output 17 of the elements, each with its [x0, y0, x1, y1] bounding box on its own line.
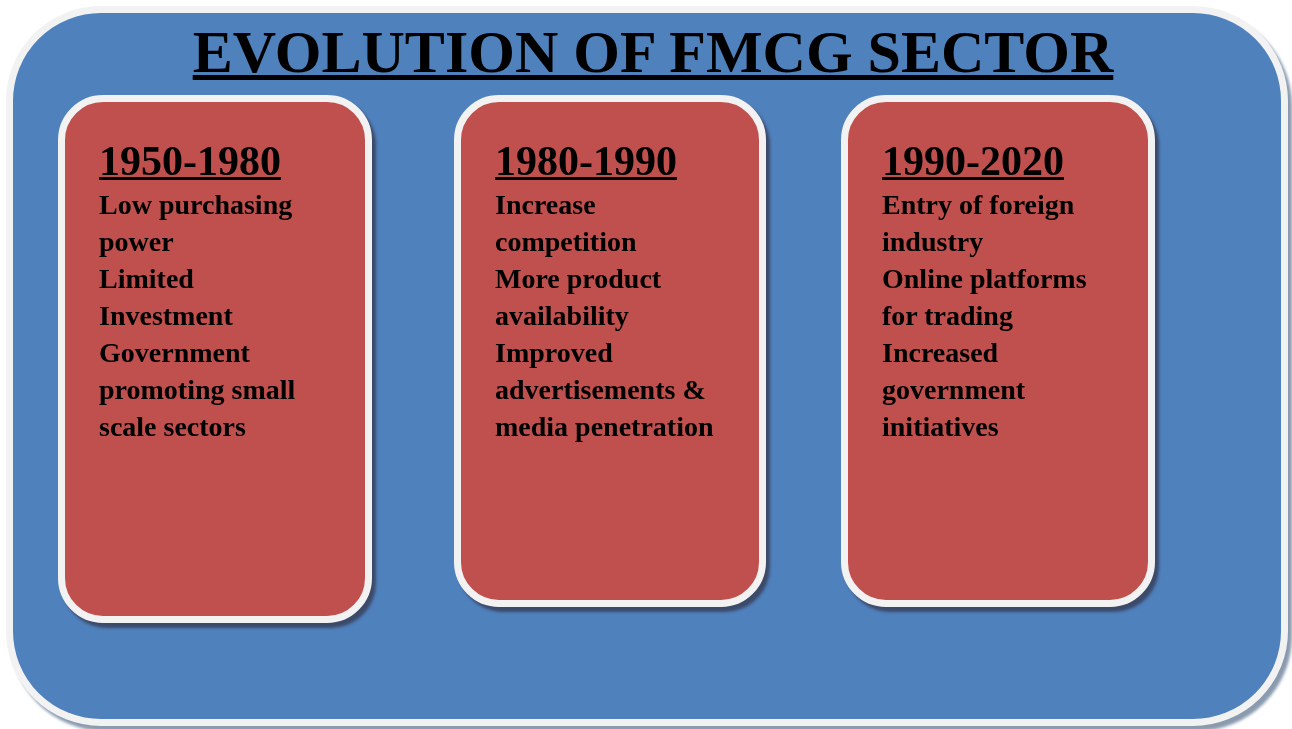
period-item: More product availability [495, 262, 663, 333]
period-item: Low purchasing power [99, 188, 294, 259]
period-item: Improved advertisements & media penetration [495, 336, 715, 444]
period-item: Increase competition [495, 188, 638, 259]
period-heading: 1950-1980 [99, 137, 281, 186]
period-item: Online platforms for trading [882, 262, 1088, 333]
period-item: Increased government initiatives [882, 336, 1027, 444]
panel-background [6, 6, 1288, 726]
period-heading: 1980-1990 [495, 137, 677, 186]
period-card [58, 95, 372, 623]
period-card [841, 95, 1155, 607]
period-heading: 1990-2020 [882, 137, 1064, 186]
period-item: Entry of foreign industry [882, 188, 1076, 259]
period-item: Government promoting small scale sectors [99, 336, 297, 444]
period-item: Limited Investment [99, 262, 234, 333]
period-card [454, 95, 766, 607]
title: EVOLUTION OF FMCG SECTOR [191, 19, 1115, 85]
